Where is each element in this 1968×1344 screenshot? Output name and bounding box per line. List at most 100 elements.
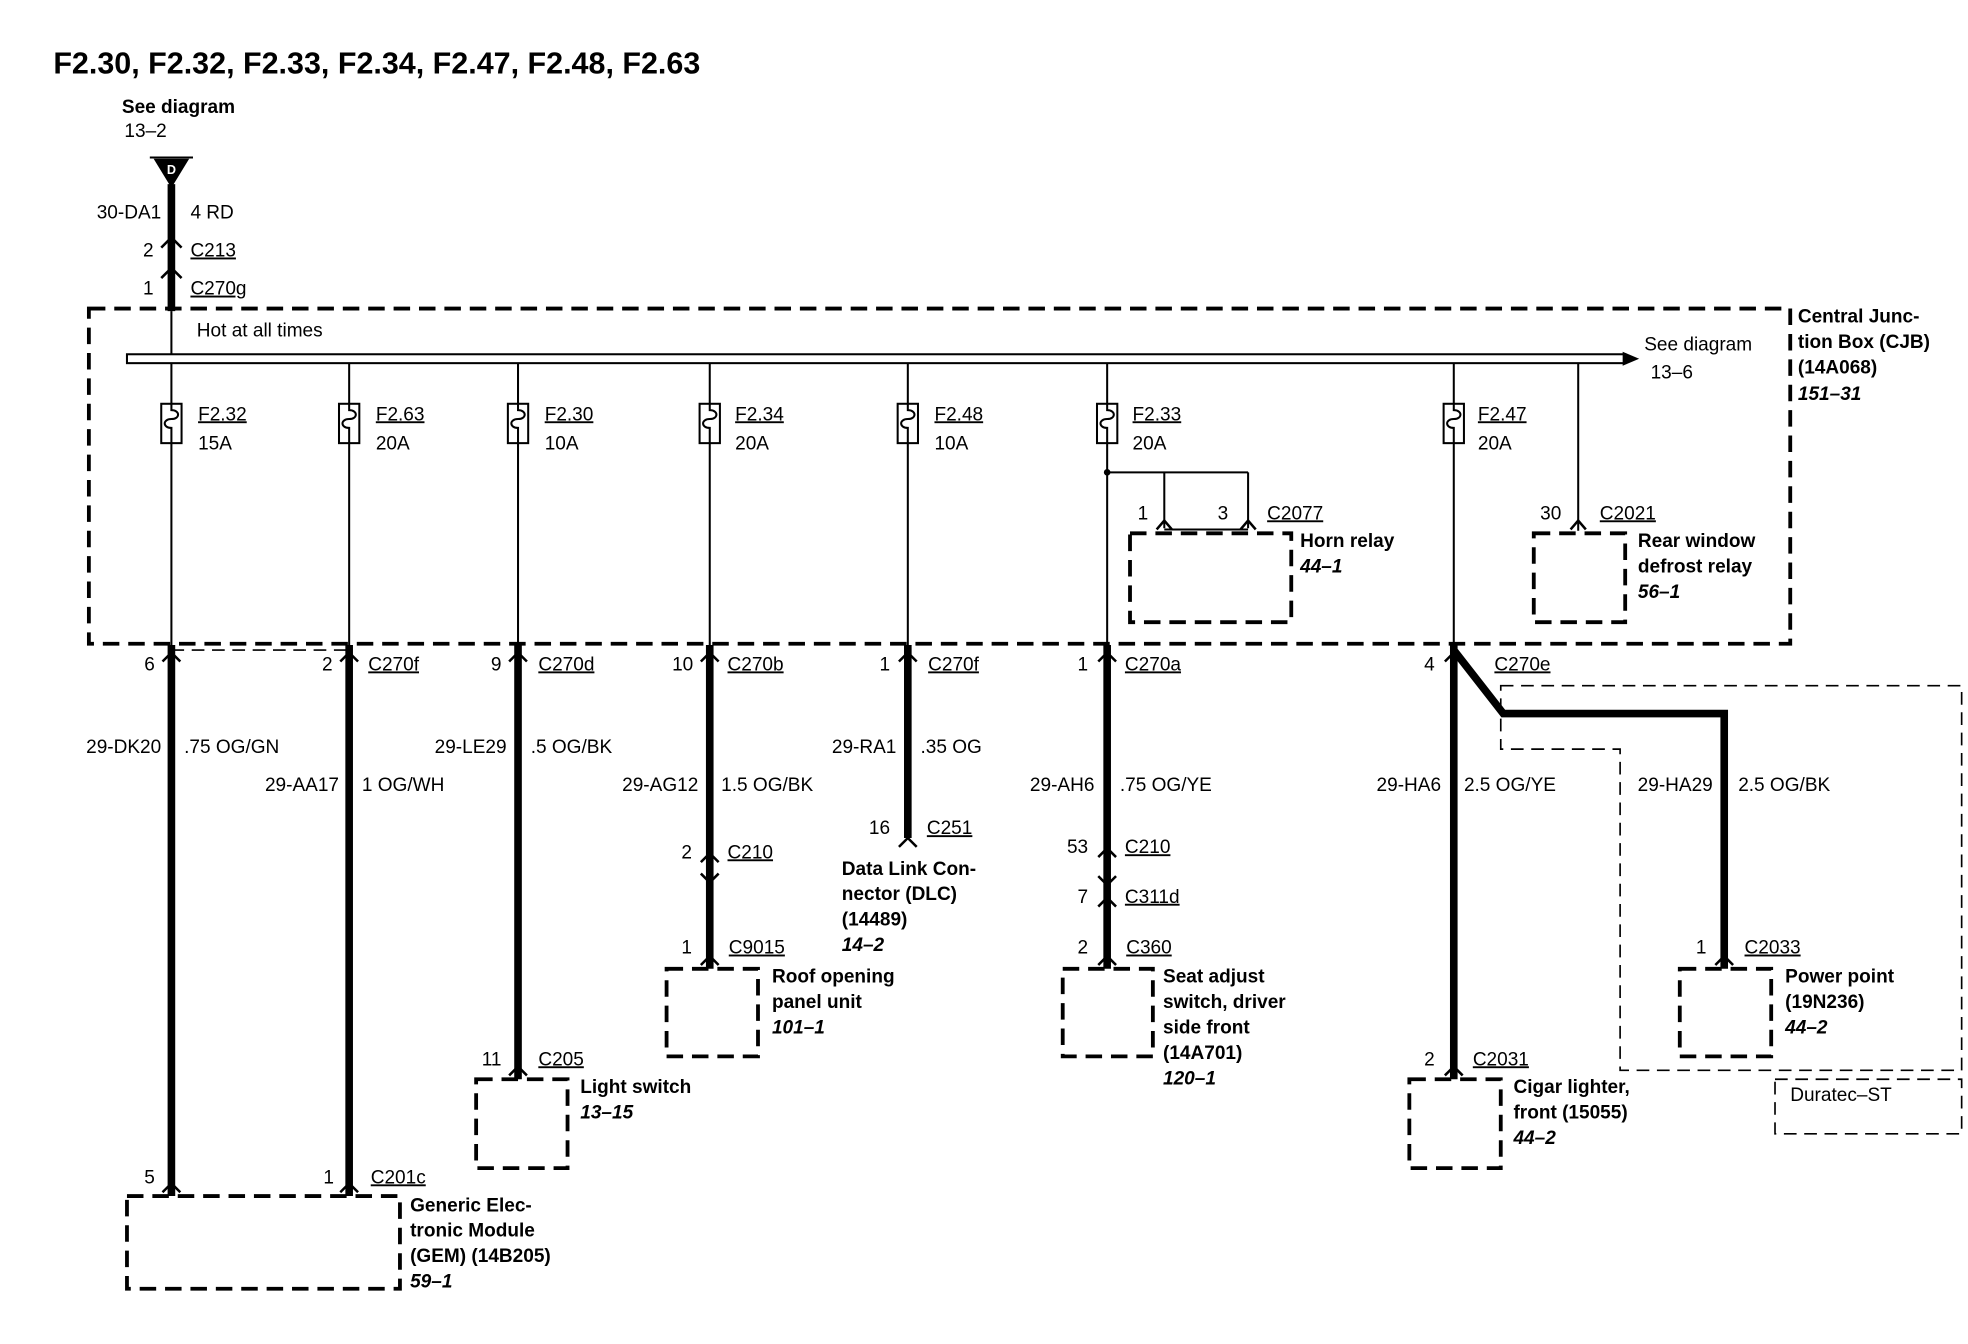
cigar-lighter-name-line: Cigar lighter, — [1513, 1077, 1629, 1098]
cigar-lighter-page-ref: 44–2 — [1512, 1128, 1556, 1149]
defrost-relay-connector: C2021 — [1600, 503, 1656, 524]
fuse-name: F2.63 — [376, 404, 425, 425]
wire-spec: 1 OG/WH — [362, 775, 444, 796]
cjb-output-pin: 6 — [144, 654, 155, 675]
dlc-name-line: Data Link Con- — [842, 859, 976, 880]
seat-switch-connector: C360 — [1126, 938, 1172, 959]
defrost-relay-name-line: defrost relay — [1638, 557, 1753, 578]
page-title: F2.30, F2.32, F2.33, F2.34, F2.47, F2.48… — [53, 47, 700, 81]
source-connector-label: C213 — [190, 240, 236, 261]
pin-chevron-icon — [339, 650, 359, 663]
fuse-rating: 10A — [545, 433, 579, 454]
cjb-output-connector: C270d — [538, 654, 594, 675]
pin-chevron-icon — [1714, 954, 1735, 966]
power-point-box — [1677, 966, 1774, 1059]
seat-switch-page-ref: 120–1 — [1163, 1068, 1216, 1089]
pin-chevron-icon — [898, 836, 918, 848]
gem-name-line: Generic Elec- — [410, 1195, 532, 1216]
roof-panel-name-line: panel unit — [772, 992, 863, 1013]
cjb-output-connector: C270f — [928, 654, 979, 675]
bus-see-diagram: See diagram — [1644, 334, 1752, 355]
cjb-hot-label: Hot at all times — [197, 320, 323, 341]
fuse-f2-32 — [160, 363, 183, 646]
pin-chevron-icon — [1097, 650, 1117, 663]
fuse-name: F2.33 — [1133, 404, 1182, 425]
gem-module: 5 1 C201c Generic Elec- tronic Module (G… — [125, 1167, 551, 1292]
source-pin-chevron-icon — [160, 266, 183, 279]
pin-chevron-icon — [339, 1181, 359, 1194]
power-point: 1 C2033 Power point (19N236) 44–2 — [1677, 938, 1895, 1059]
circuit-id: 29-AG12 — [622, 775, 698, 796]
roof-panel-box — [664, 966, 760, 1059]
defrost-relay: 30 C2021 Rear window defrost relay 56–1 — [1531, 363, 1755, 625]
horn-relay-pin: 3 — [1218, 503, 1229, 524]
wire-spec: .75 OG/GN — [184, 737, 279, 758]
cjb-output-connector: C270b — [728, 654, 784, 675]
source-pin-number: 1 — [143, 279, 154, 300]
circuit-id: 29-LE29 — [435, 737, 507, 758]
source-pin-chevron-icon — [160, 235, 183, 249]
defrost-relay-page-ref: 56–1 — [1638, 582, 1680, 603]
source-circuit: 30-DA1 — [97, 202, 162, 223]
light-switch-connector: C205 — [538, 1049, 584, 1070]
cjb-name-line: tion Box (CJB) — [1798, 332, 1930, 353]
pin-chevron-icon — [1155, 518, 1173, 531]
light-switch: 11 C205 Light switch 13–15 — [474, 1049, 691, 1171]
inline-pin: 53 — [1067, 837, 1088, 858]
source-feed: See diagram 13–2 D 30-DA1 4 RD 2 C213 1 … — [97, 97, 247, 312]
pin-chevron-icon — [898, 650, 918, 663]
seat-switch-name-line: switch, driver — [1163, 992, 1286, 1013]
fuse-f2-33 — [1095, 363, 1119, 646]
fuse-rating: 10A — [934, 433, 968, 454]
fuse-rating: 20A — [376, 433, 410, 454]
source-diagram-ref: 13–2 — [124, 121, 166, 142]
pin-chevron-icon — [1097, 846, 1117, 858]
roof-opening-panel: 2 C210 1 C9015 Roof opening panel unit 1… — [664, 842, 895, 1059]
wire-spec: .35 OG — [921, 737, 982, 758]
cjb-output-connector: C270e — [1494, 654, 1550, 675]
fuse-name: F2.34 — [735, 404, 784, 425]
power-point-name-line: (19N236) — [1785, 992, 1864, 1013]
fuse-name: F2.47 — [1478, 404, 1527, 425]
pin-chevron-icon — [508, 1064, 528, 1077]
wire-spec: 2.5 OG/YE — [1464, 775, 1556, 796]
pin-chevron-icon — [1443, 650, 1464, 663]
roof-panel-connector: C9015 — [729, 938, 785, 959]
roof-panel-page-ref: 101–1 — [772, 1018, 825, 1039]
cigar-lighter-pin: 2 — [1424, 1049, 1435, 1070]
fuse-f2-63 — [337, 363, 361, 646]
wire-spec: .75 OG/YE — [1120, 775, 1212, 796]
roof-panel-name-line: Roof opening — [772, 967, 895, 988]
wire-29-ha29 — [1450, 647, 1729, 969]
cjb-output-pin: 10 — [672, 654, 693, 675]
light-switch-page-ref: 13–15 — [580, 1103, 633, 1124]
source-connector-letter: D — [167, 163, 176, 177]
cigar-lighter-name-line: front (15055) — [1513, 1103, 1627, 1124]
cjb-bus-bar — [125, 353, 1627, 365]
dlc-name-line: (14489) — [842, 910, 908, 931]
gem-name-line: (GEM) (14B205) — [410, 1246, 551, 1267]
seat-switch-pin: 2 — [1078, 938, 1089, 959]
dlc-pin: 16 — [869, 818, 890, 839]
pin-chevron-icon — [699, 872, 720, 885]
cigar-lighter-box — [1407, 1077, 1503, 1171]
inline-connector: C210 — [728, 842, 774, 863]
source-wire-spec: 4 RD — [190, 202, 233, 223]
duratec-option-box — [1774, 1078, 1963, 1135]
central-junction-box: Hot at all times See diagram 13–6 Centra… — [86, 306, 1930, 646]
cjb-name-line: Central Junc- — [1798, 307, 1920, 328]
circuit-id: 29-RA1 — [832, 737, 897, 758]
circuit-id: 29-HA6 — [1377, 775, 1442, 796]
cjb-page-ref: 151–31 — [1798, 384, 1862, 405]
cjb-outline — [86, 306, 1793, 646]
wire-spec: 2.5 OG/BK — [1738, 775, 1830, 796]
circuit-id: 29-AA17 — [265, 775, 339, 796]
gem-pin: 1 — [323, 1167, 334, 1188]
duratec-option-label: Duratec–ST — [1790, 1085, 1892, 1106]
bus-arrow-icon — [1622, 351, 1640, 366]
fuse-rating: 20A — [1133, 433, 1167, 454]
wire-spec: .5 OG/BK — [531, 737, 613, 758]
pin-chevron-icon — [699, 851, 720, 864]
dlc-name-line: nector (DLC) — [842, 884, 957, 905]
